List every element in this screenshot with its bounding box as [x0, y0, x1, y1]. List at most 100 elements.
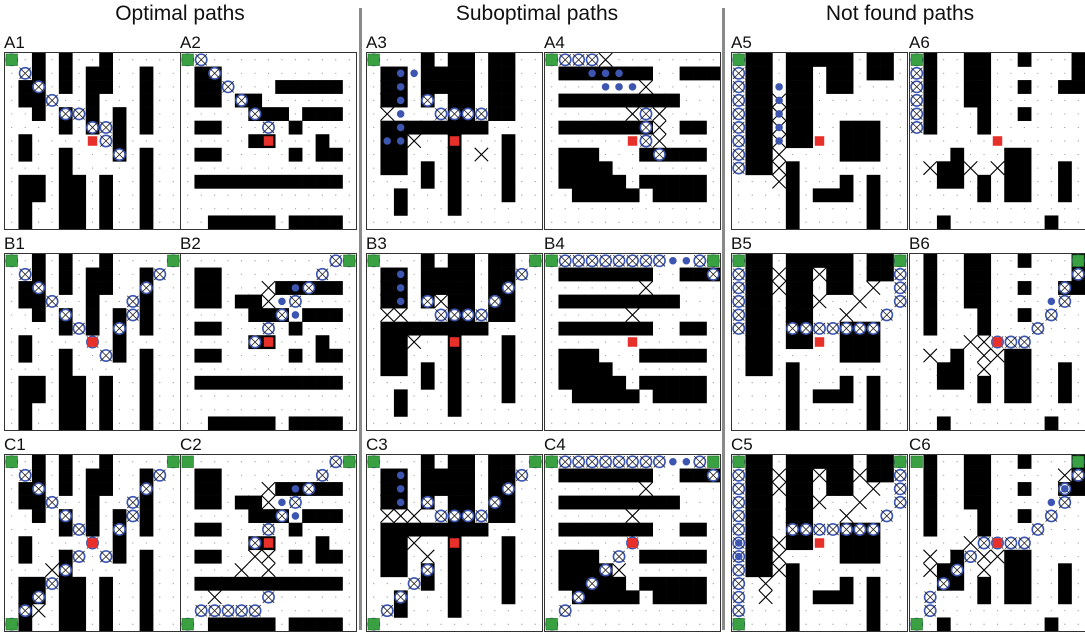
grid-dot — [241, 195, 242, 196]
wall-cell — [826, 80, 840, 94]
grid-dot — [440, 597, 441, 598]
wall-cell — [558, 121, 572, 135]
grid-dot — [52, 475, 53, 476]
panel-label: A6 — [909, 33, 930, 53]
grid-dot — [387, 597, 388, 598]
grid-dot — [699, 624, 700, 625]
grid-dot — [52, 314, 53, 315]
maze-panel: A5 — [731, 33, 908, 233]
grid-dot — [645, 59, 646, 60]
grid-dot — [119, 167, 120, 168]
wall-cell — [316, 536, 330, 550]
grid-dot — [214, 341, 215, 342]
wall-cell — [113, 509, 127, 523]
wall-cell — [1018, 376, 1032, 390]
wall-cell — [745, 161, 759, 175]
grid-dot — [92, 624, 93, 625]
grid-dot — [440, 542, 441, 543]
grid-dot — [779, 314, 780, 315]
grid-dot — [52, 167, 53, 168]
grid-dot — [159, 382, 160, 383]
grid-dot — [930, 423, 931, 424]
path-node — [573, 456, 584, 467]
grid-dot — [335, 328, 336, 329]
grid-dot — [805, 569, 806, 570]
wall-cell — [208, 469, 222, 483]
grid-dot — [241, 355, 242, 356]
path-node — [1073, 269, 1084, 280]
grid-dot — [78, 127, 79, 128]
wall-cell — [194, 94, 208, 108]
path-node — [733, 81, 744, 92]
grid-dot — [521, 140, 522, 141]
maze-svg — [545, 254, 720, 430]
grid-dot — [11, 208, 12, 209]
wall-cell — [316, 376, 330, 390]
grid-dot — [565, 341, 566, 342]
grid-dot — [132, 409, 133, 410]
grid-dot — [25, 167, 26, 168]
wall-cell — [140, 215, 154, 229]
goal-marker — [88, 538, 97, 548]
wall-cell — [1004, 389, 1018, 403]
grid-dot — [713, 624, 714, 625]
grid-dot — [672, 328, 673, 329]
path-node — [60, 510, 71, 521]
grid-dot — [440, 100, 441, 101]
candidate-dot — [292, 512, 300, 520]
grid-dot — [779, 341, 780, 342]
wall-cell — [394, 161, 408, 175]
wall-cell — [599, 175, 613, 189]
grid-dot — [1051, 208, 1052, 209]
grid-dot — [201, 208, 202, 209]
grid-dot — [132, 569, 133, 570]
wall-cell — [275, 281, 289, 295]
wall-cell — [448, 281, 462, 295]
grid-dot — [52, 396, 53, 397]
wall-cell — [380, 349, 394, 363]
grid-dot — [159, 86, 160, 87]
grid-dot — [201, 542, 202, 543]
explored-cross — [840, 308, 853, 321]
grid-dot — [228, 195, 229, 196]
wall-cell — [208, 349, 222, 363]
wall-cell — [434, 281, 448, 295]
grid-dot — [308, 73, 309, 74]
grid-dot — [592, 222, 593, 223]
wall-cell — [502, 175, 516, 189]
grid-dot — [308, 461, 309, 462]
path-node — [141, 483, 152, 494]
path-node — [249, 537, 260, 548]
grid-dot — [592, 488, 593, 489]
grid-dot — [900, 396, 901, 397]
grid-dot — [508, 328, 509, 329]
grid-dot — [308, 274, 309, 275]
wall-cell — [786, 254, 800, 268]
wall-cell — [208, 577, 222, 591]
wall-cell — [194, 148, 208, 162]
wall-cell — [59, 188, 73, 202]
grid-dot — [295, 597, 296, 598]
wall-cell — [745, 455, 759, 469]
grid-dot — [373, 100, 374, 101]
grid-dot — [686, 86, 687, 87]
wall-cell — [275, 175, 289, 189]
candidate-dot — [278, 499, 286, 507]
maze-svg — [5, 53, 180, 229]
wall-cell — [488, 107, 502, 121]
grid-dot — [551, 542, 552, 543]
grid-dot — [11, 140, 12, 141]
grid-dot — [349, 167, 350, 168]
wall-cell — [380, 469, 394, 483]
wall-cell — [599, 121, 613, 135]
wall-cell — [977, 281, 991, 295]
maze-grid — [731, 52, 908, 230]
wall-cell — [248, 577, 262, 591]
wall-cell — [1045, 215, 1059, 229]
grid-dot — [308, 355, 309, 356]
grid-dot — [832, 409, 833, 410]
wall-cell — [380, 536, 394, 550]
wall-cell — [572, 121, 586, 135]
wall-cell — [502, 80, 516, 94]
grid-dot — [699, 167, 700, 168]
